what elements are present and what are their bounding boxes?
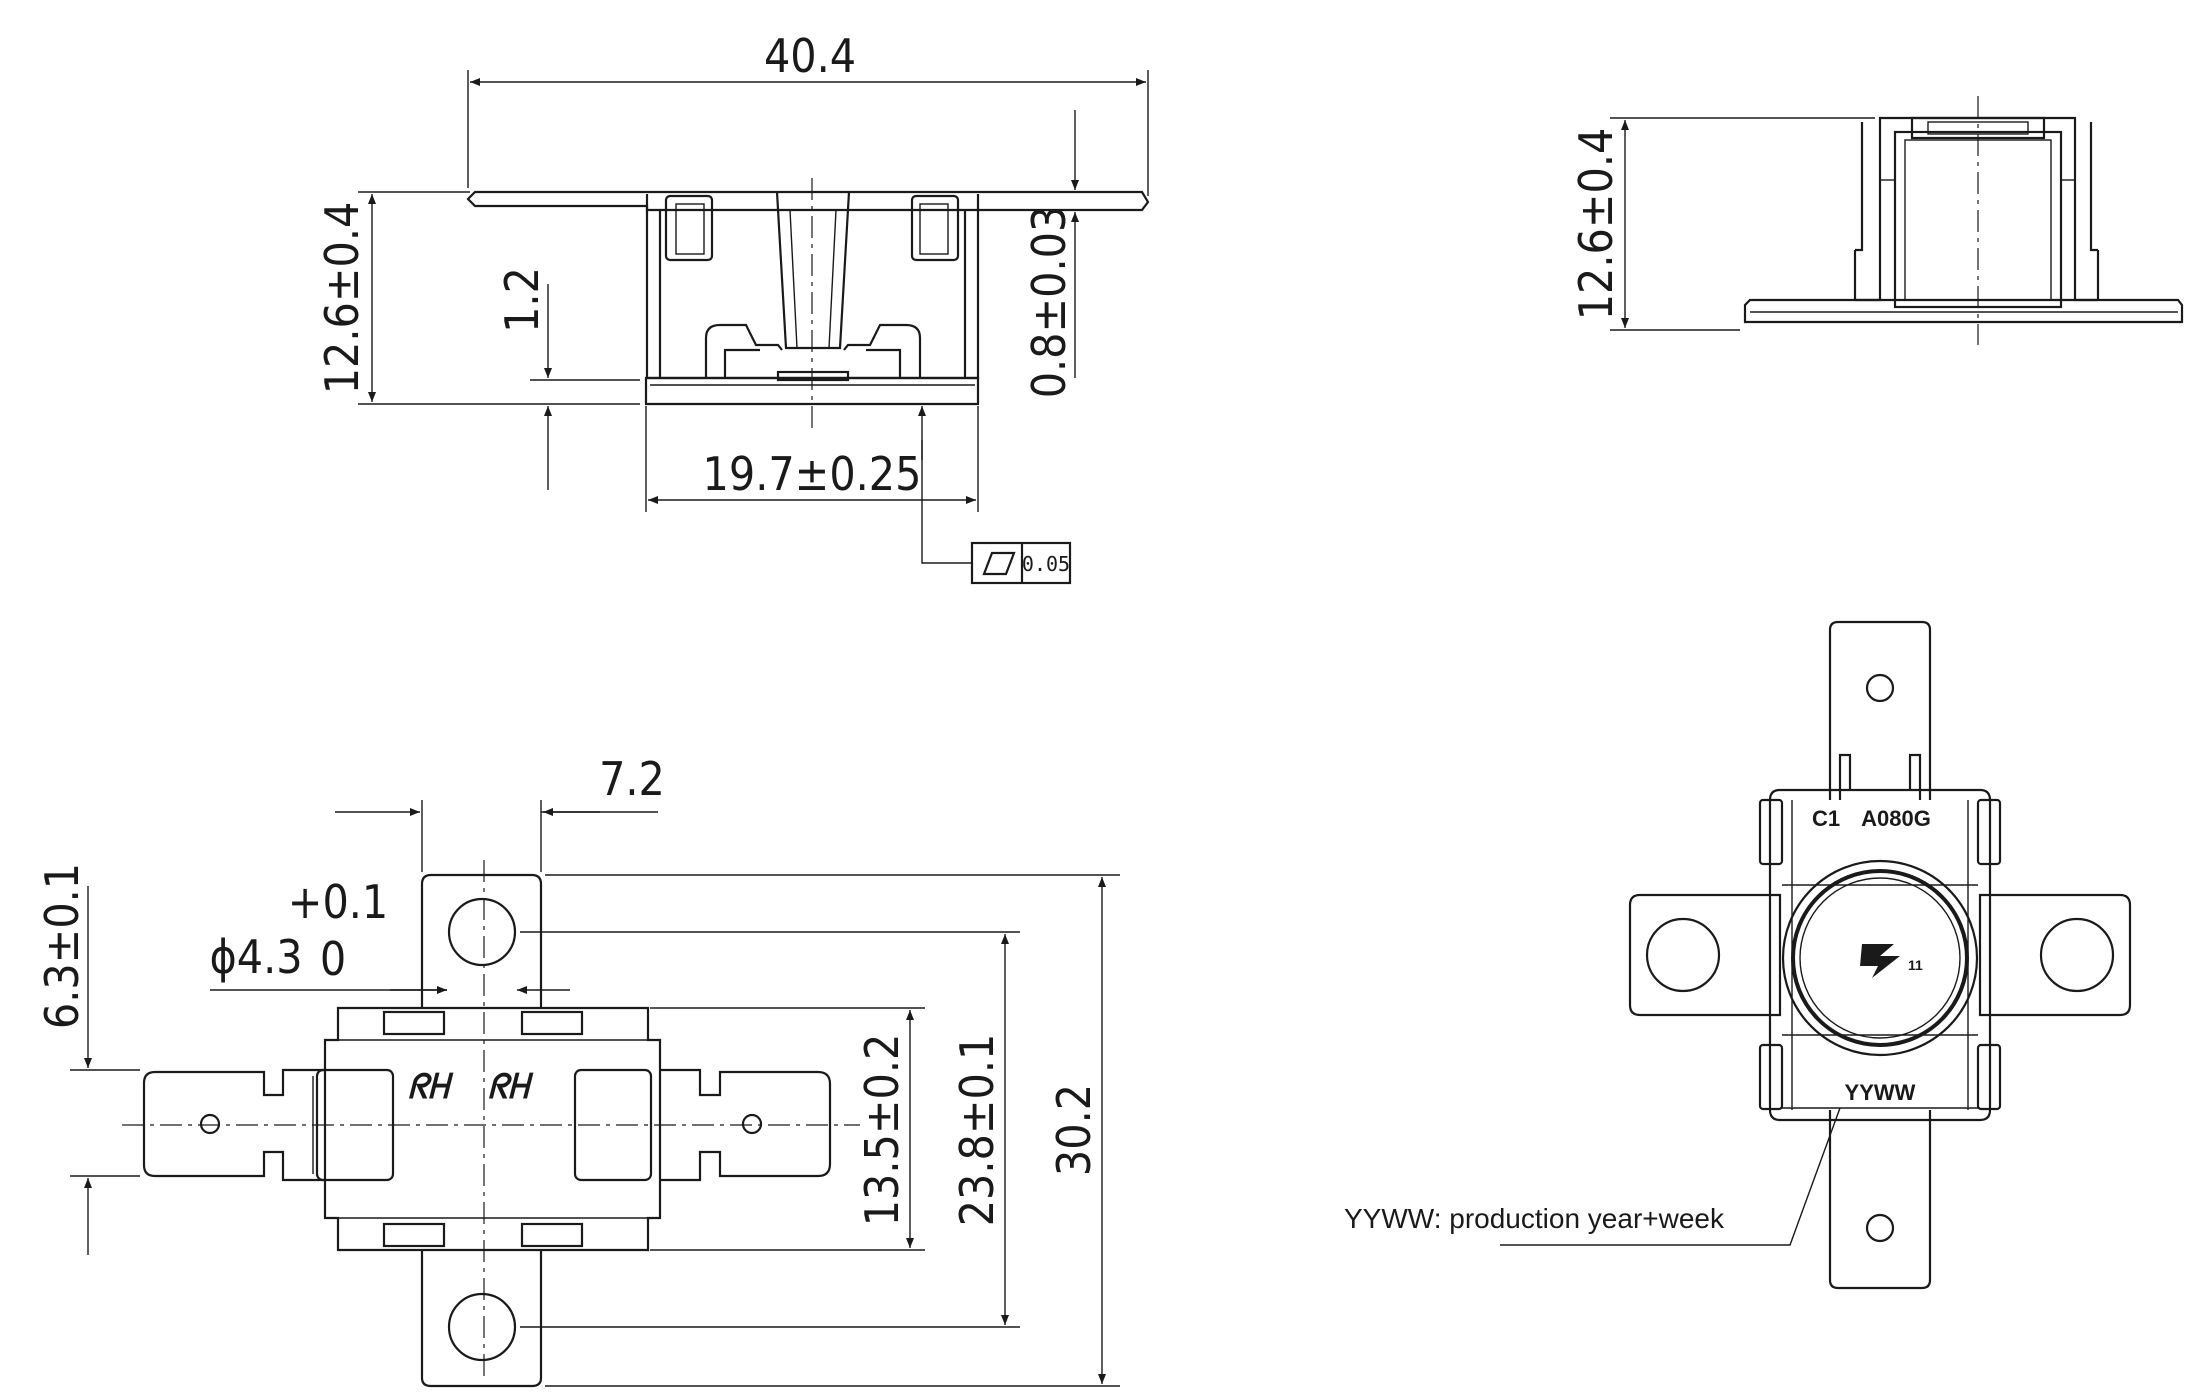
side-height-dim: 12.6±0.4	[1569, 128, 1623, 321]
tab-width-dim: 7.2	[599, 752, 665, 806]
flatness-value: 0.05	[1022, 552, 1070, 576]
side-view: 12.6±0.4	[1569, 96, 2184, 345]
front-step-dim: 1.2	[495, 267, 549, 333]
lower-mount-hole	[447, 1292, 517, 1362]
top-view: ᖇᕼ ᖇᕼ 7.2 ϕ4.3 +0.1 0 6.3±0.1 13.5±0.2 2…	[35, 752, 1120, 1388]
right-mount-hole	[2039, 917, 2115, 993]
hole-diameter-dim: ϕ4.3	[209, 930, 302, 984]
terminal-width-dim: 6.3±0.1	[35, 863, 89, 1029]
front-base-dim: 19.7±0.25	[703, 447, 922, 501]
front-thickness-dim: 0.8±0.03	[1022, 206, 1076, 399]
marking-view: 11 C1 A080G YYWW YYWW: production year+w…	[1344, 620, 2132, 1290]
hole-tol-upper: +0.1	[288, 875, 388, 929]
cur-mark-icon: ᖇᕼ	[488, 1068, 534, 1106]
overall-dim: 30.2	[1047, 1084, 1101, 1176]
front-view: 40.4 12.6±0.4 1.2 0.8±0.03 19.7±0.25 0.0…	[315, 29, 1150, 585]
left-mount-hole	[1645, 917, 1721, 993]
front-height-dim: 12.6±0.4	[315, 202, 369, 395]
flatness-icon	[982, 551, 1016, 576]
ur-mark-icon: ᖇᕼ	[408, 1068, 454, 1106]
front-width-dim: 40.4	[764, 29, 856, 83]
hole-pitch-dim: 23.8±0.1	[950, 1034, 1004, 1227]
upper-mount-hole	[447, 897, 517, 967]
thermostat-cap	[1781, 859, 1979, 1057]
marking-left: C1	[1812, 806, 1840, 831]
date-code: YYWW	[1845, 1080, 1916, 1105]
svg-text:11: 11	[1908, 957, 1923, 973]
body-dim: 13.5±0.2	[855, 1034, 909, 1227]
hole-tol-lower: 0	[320, 932, 346, 986]
cert-mark-icon: 11	[1860, 944, 1923, 978]
marking-right: A080G	[1861, 806, 1931, 831]
date-code-note: YYWW: production year+week	[1344, 1203, 1725, 1234]
